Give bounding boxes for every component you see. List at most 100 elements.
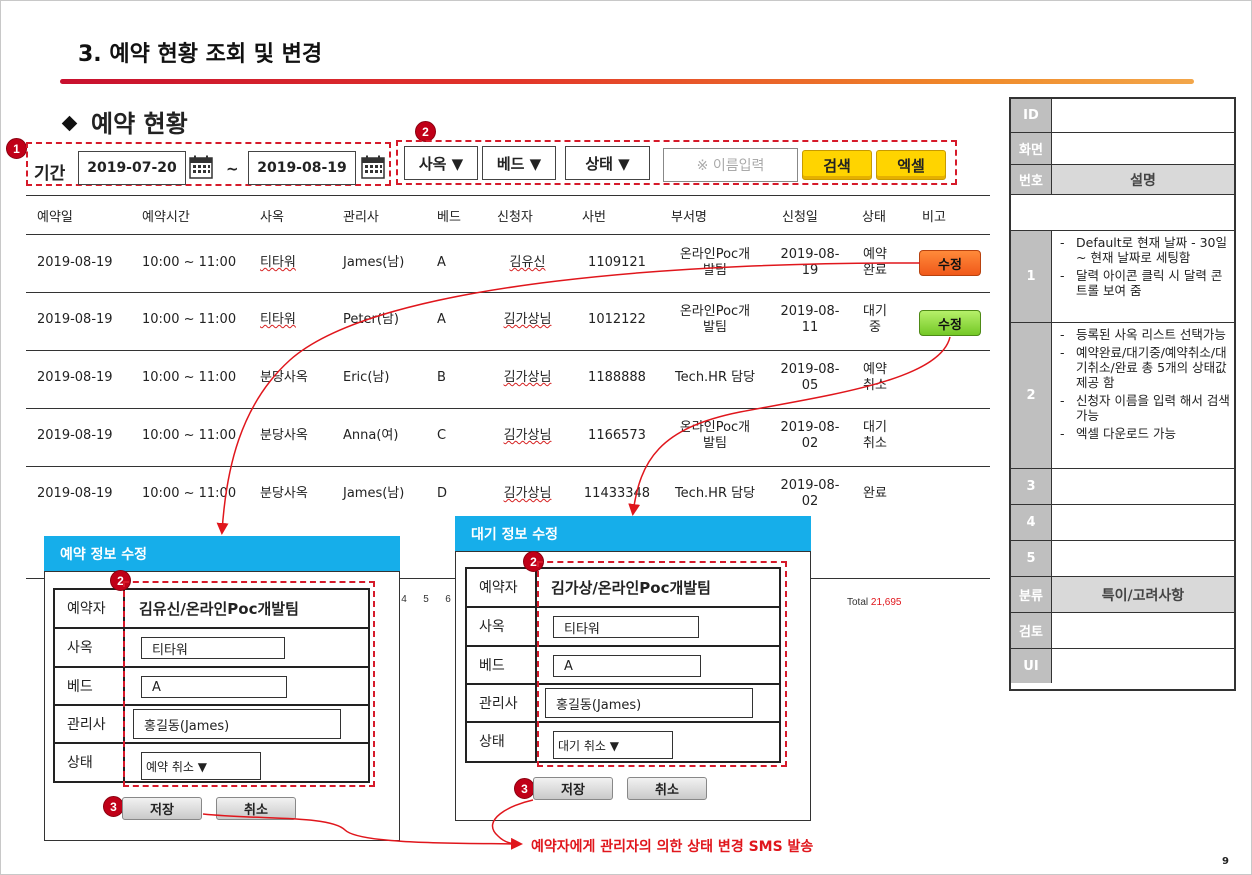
bed-dropdown[interactable]: 베드 ▼ [482,146,556,180]
badge-2: 2 [110,570,131,591]
badge-3: 3 [103,796,124,817]
title-underline [60,79,1194,84]
table-cell-bed: B [437,370,446,385]
page-link[interactable]: 5 [423,594,429,605]
status-dropdown[interactable]: 상태 ▼ [565,146,650,180]
name-search-input[interactable]: ※ 이름입력 [663,148,798,182]
dorm-input[interactable]: 티타워 [141,637,285,659]
table-header-line [26,234,990,235]
page-link[interactable]: 6 [445,594,451,605]
table-cell-bed: A [437,312,446,327]
table-cell-dorm: 티타워 [260,312,296,327]
excel-button[interactable]: 엑셀 [876,150,946,180]
category-label: 분류 [1011,577,1052,612]
date-to-input[interactable]: 2019-08-19 [248,151,356,185]
table-cell-empno: 1012122 [588,312,646,327]
sms-note: 예약자에게 관리자의 의한 상태 변경 SMS 발송 [531,839,814,855]
field-label: 사옥 [467,608,537,645]
table-cell-bed: C [437,428,447,443]
table-cell-time: 10:00 ~ 11:00 [142,255,237,270]
table-cell-dorm: 분당사옥 [260,428,308,443]
table-cell-date: 2019-08-19 [37,312,113,327]
cancel-button[interactable]: 취소 [216,797,296,820]
page-link[interactable]: 4 [401,594,407,605]
table-cell-dept: 온라인Poc개 발팀 [679,247,751,278]
total-count: Total 21,695 [847,597,902,608]
category-header: 특이/고려사항 [1052,577,1234,612]
review-label: 검토 [1011,613,1052,648]
item-number: 2 [1011,323,1052,468]
search-filter-group [396,140,957,185]
bed-input[interactable]: A [553,655,701,677]
edit-button[interactable]: 수정 [919,250,981,276]
table-cell-applicant: 김가상님 [503,370,552,385]
ui-label: UI [1011,649,1052,683]
table-cell-time: 10:00 ~ 11:00 [142,428,237,443]
page-number: 9 [1222,856,1229,867]
row-divider [26,292,990,293]
status-select[interactable]: 예약 취소 ▼ [141,752,261,780]
reserver-value: 김가상/온라인Poc개발팀 [551,579,711,597]
table-cell-bed: D [437,486,448,501]
cancel-button[interactable]: 취소 [627,777,707,800]
table-cell-dept: Tech.HR 담당 [674,486,756,501]
table-cell-time: 10:00 ~ 11:00 [142,312,237,327]
edit-button[interactable]: 수정 [919,310,981,336]
calendar-icon[interactable] [189,155,213,179]
date-from-input[interactable]: 2019-07-20 [78,151,186,185]
field-label: 베드 [467,647,537,683]
table-cell-status: 대기 중 [863,304,887,335]
table-cell-status: 대기 취소 [863,420,887,451]
table-cell-applicant: 김유신 [509,255,546,270]
waiting-popup-title: 대기 정보 수정 [455,516,811,551]
table-cell-time: 10:00 ~ 11:00 [142,370,237,385]
desc-line: -Default로 현재 날짜 - 30일 ~ 현재 날짜로 세팅함 [1060,235,1227,265]
reservation-edit-popup [44,571,400,841]
dorm-dropdown[interactable]: 사옥 ▼ [404,146,478,180]
table-cell-applicant: 김가상님 [503,486,552,501]
table-cell-manager: James(남) [343,255,405,270]
id-label: ID [1011,99,1052,132]
table-cell-date: 2019-08-19 [37,370,113,385]
field-label: 상태 [467,723,537,761]
manager-input[interactable]: 홍길동(James) [545,688,753,718]
field-label: 예약자 [467,569,537,606]
table-cell-applied: 2019-08- 02 [780,420,840,451]
row-divider [26,350,990,351]
save-button[interactable]: 저장 [533,777,613,800]
bed-input[interactable]: A [141,676,287,698]
waiting-edit-popup [455,551,811,821]
table-top-line [26,195,990,196]
item-number: 4 [1011,505,1052,540]
table-cell-dorm: 티타워 [260,255,296,270]
table-cell-manager: Anna(여) [343,428,399,443]
save-button[interactable]: 저장 [122,797,202,820]
table-cell-manager: Eric(남) [343,370,390,385]
screen-label: 화면 [1011,133,1052,164]
row-divider [26,408,990,409]
dorm-input[interactable]: 티타워 [553,616,699,638]
table-cell-empno: 11433348 [583,486,651,501]
manager-input[interactable]: 홍길동(James) [133,709,341,739]
search-button[interactable]: 검색 [802,150,872,180]
reservation-popup-title: 예약 정보 수정 [44,536,400,571]
col-header: 부서명 [671,210,707,225]
field-label: 관리사 [467,685,537,721]
col-header: 예약일 [37,210,73,225]
item-desc: -등록된 사옥 리스트 선택가능-예약완료/대기중/예약취소/대기취소/완료 총… [1052,323,1234,441]
table-cell-date: 2019-08-19 [37,428,113,443]
col-header: 사번 [582,210,606,225]
desc-line: -달력 아이콘 클릭 시 달력 콘트롤 보여 줌 [1060,268,1223,298]
table-cell-dorm: 분당사옥 [260,370,308,385]
col-header: 사옥 [260,210,284,225]
desc-header: 설명 [1052,165,1234,194]
table-cell-dept: Tech.HR 담당 [674,370,756,385]
calendar-icon[interactable] [361,155,385,179]
item-number: 3 [1011,469,1052,504]
editable-field-group [537,561,787,767]
col-header: 신청자 [497,210,533,225]
status-select[interactable]: 대기 취소 ▼ [553,731,673,759]
